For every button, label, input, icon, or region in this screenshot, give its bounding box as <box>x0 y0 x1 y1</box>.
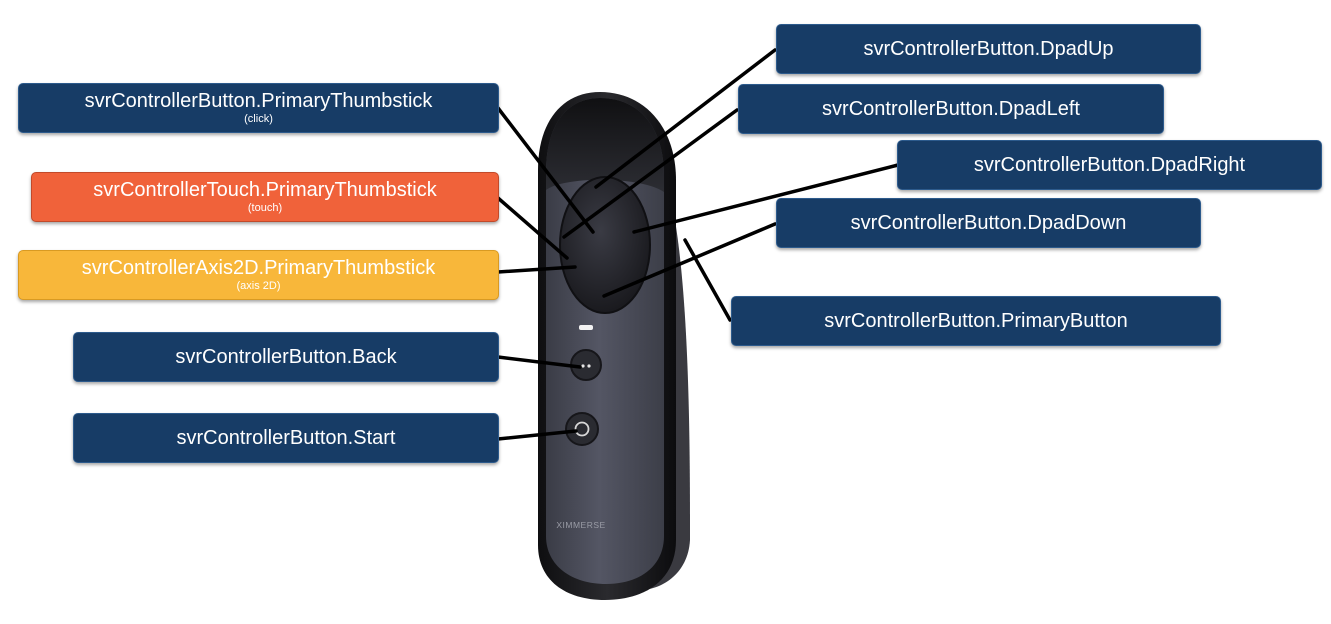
label-text: svrControllerTouch.PrimaryThumbstick <box>93 178 437 201</box>
leader-dpad-down <box>602 222 777 298</box>
leader-dpad-up <box>594 48 777 189</box>
label-subtext: (touch) <box>247 201 283 214</box>
controller-brand: XIMMERSE <box>556 520 605 530</box>
label-primary-button: svrControllerButton.PrimaryButton <box>731 296 1221 346</box>
label-dpad-left: svrControllerButton.DpadLeft <box>738 84 1164 134</box>
touchpad <box>559 176 651 314</box>
label-start-button: svrControllerButton.Start <box>73 413 499 463</box>
label-text: svrControllerButton.DpadLeft <box>822 97 1080 120</box>
label-primary-thumbstick-touch: svrControllerTouch.PrimaryThumbstick (to… <box>31 172 499 222</box>
label-primary-thumbstick-axis2d: svrControllerAxis2D.PrimaryThumbstick (a… <box>18 250 499 300</box>
label-text: svrControllerAxis2D.PrimaryThumbstick <box>81 256 436 279</box>
label-subtext: (axis 2D) <box>236 279 281 292</box>
label-text: svrControllerButton.Back <box>175 345 397 368</box>
controller-top-cap <box>546 98 664 192</box>
leader-thumbstick-click <box>496 106 595 234</box>
start-button-ring <box>574 421 590 437</box>
label-text: svrControllerButton.PrimaryButton <box>824 309 1128 332</box>
label-subtext: (click) <box>244 112 273 125</box>
label-text: svrControllerButton.DpadUp <box>863 37 1114 60</box>
label-text: svrControllerButton.PrimaryThumbstick <box>84 89 433 112</box>
leader-dpad-left <box>562 108 739 239</box>
start-button-graphic <box>565 412 599 446</box>
leader-thumbstick-touch <box>496 196 569 260</box>
status-light <box>579 325 593 330</box>
label-dpad-up: svrControllerButton.DpadUp <box>776 24 1201 74</box>
leader-primary-button <box>683 238 732 322</box>
label-dpad-down: svrControllerButton.DpadDown <box>776 198 1201 248</box>
label-text: svrControllerButton.DpadDown <box>850 211 1127 234</box>
label-text: svrControllerButton.Start <box>176 426 396 449</box>
label-primary-thumbstick-click: svrControllerButton.PrimaryThumbstick (c… <box>18 83 499 133</box>
label-text: svrControllerButton.DpadRight <box>973 153 1246 176</box>
label-back-button: svrControllerButton.Back <box>73 332 499 382</box>
leader-thumbstick-axis <box>496 265 577 274</box>
label-dpad-right: svrControllerButton.DpadRight <box>897 140 1322 190</box>
back-button-dot-right <box>587 364 591 368</box>
leader-dpad-right <box>632 163 900 234</box>
leader-back <box>496 355 582 369</box>
back-button-dot-left <box>581 364 585 368</box>
leader-start <box>496 429 578 441</box>
